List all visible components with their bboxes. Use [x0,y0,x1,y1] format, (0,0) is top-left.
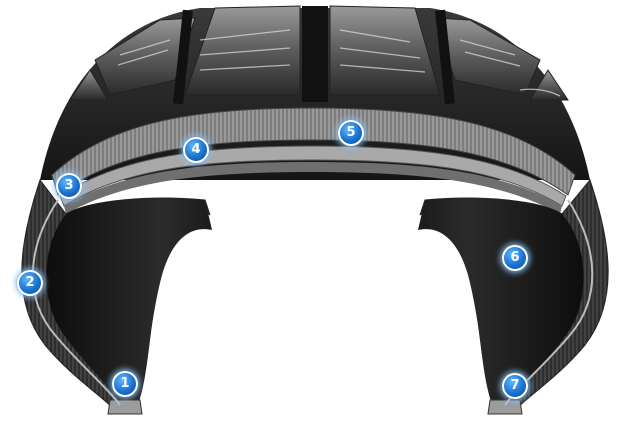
right-inner-liner [418,198,584,405]
tread-pattern [69,5,569,101]
marker-1[interactable]: 1 [112,371,138,397]
marker-4[interactable]: 4 [183,137,209,163]
carcass-ply-top [64,162,562,214]
marker-3[interactable]: 3 [56,173,82,199]
left-bead [107,399,143,415]
marker-6[interactable]: 6 [502,245,528,271]
tread-sipes [117,29,561,97]
tread-grooves [173,6,455,105]
marker-2[interactable]: 2 [17,270,43,296]
left-carcass-edge [31,199,121,406]
left-inner-liner [46,198,213,405]
marker-5[interactable]: 5 [338,120,364,146]
marker-7[interactable]: 7 [502,373,528,399]
right-bead [487,399,523,415]
